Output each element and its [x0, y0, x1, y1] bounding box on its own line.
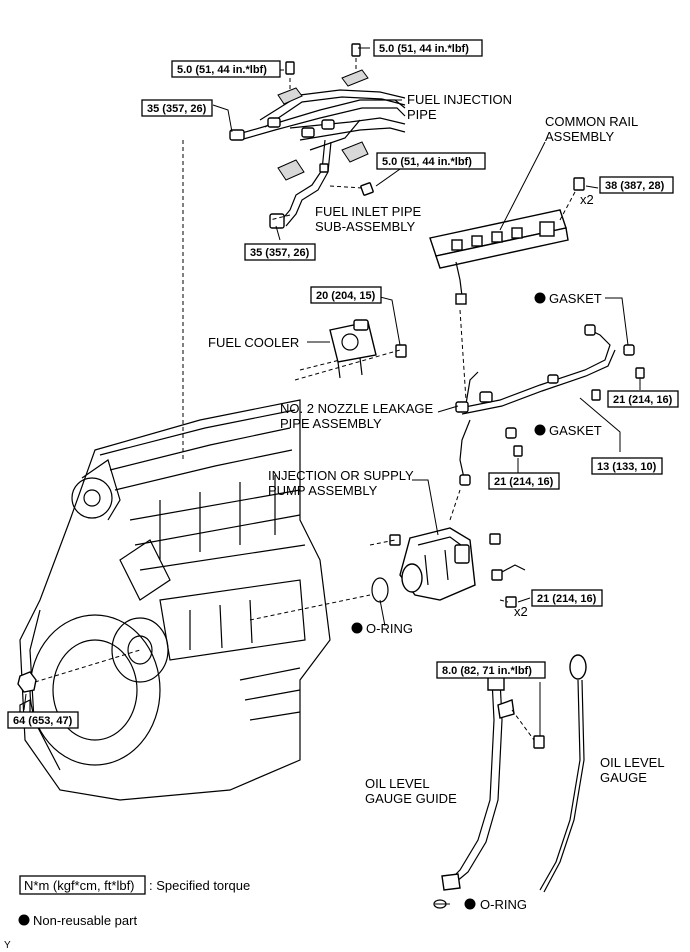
- label-leakage-pipe-line1: NO. 2 NOZZLE LEAKAGE: [280, 401, 433, 416]
- legend-torque-box: [19, 875, 146, 895]
- torque-box-clamp-mid: [376, 152, 486, 170]
- label-fuel-cooler: FUEL COOLER: [208, 335, 299, 350]
- part-labels: FUEL INJECTION PIPE COMMON RAIL ASSEMBLY…: [208, 92, 665, 912]
- legend-torque-desc: : Specified torque: [149, 878, 250, 893]
- label-supply-pump-line1: INJECTION OR SUPPLY: [268, 468, 414, 483]
- torque-box-injection-nut: [141, 99, 213, 117]
- assembly-guide-lines: [34, 58, 576, 741]
- torque-box-rail-bolt: [599, 176, 674, 194]
- torque-leak-mid: 21 (214, 16): [494, 476, 554, 488]
- label-gasket-mid: GASKET: [549, 423, 602, 438]
- fuel-cooler: [329, 319, 407, 379]
- torque-gear: 64 (653, 47): [13, 715, 73, 727]
- nonreusable-dot-gasket-top: [534, 292, 546, 304]
- oil-level-gauge: [433, 654, 587, 909]
- torque-cooler: 20 (204, 15): [316, 290, 376, 302]
- torque-leak-right: 21 (214, 16): [613, 394, 673, 406]
- legend-nonreusable-dot: [18, 914, 30, 926]
- label-o-ring-pump: O-RING: [366, 621, 413, 636]
- torque-box-gear: [7, 711, 79, 729]
- nonreusable-dot-o-ring-pump: [351, 622, 363, 634]
- torque-clamp-top: 5.0 (51, 44 in.*lbf): [379, 43, 469, 55]
- torque-inlet-nut: 35 (357, 26): [250, 247, 310, 259]
- label-fuel-inlet-pipe-line1: FUEL INLET PIPE: [315, 204, 422, 219]
- label-oil-level-guide-line1: OIL LEVEL: [365, 776, 430, 791]
- supply-pump-assembly: [371, 527, 526, 608]
- torque-leak-far: 13 (133, 10): [597, 461, 657, 473]
- label-oil-level-guide-line2: GAUGE GUIDE: [365, 791, 457, 806]
- torque-injection-nut: 35 (357, 26): [147, 103, 207, 115]
- label-common-rail-line1: COMMON RAIL: [545, 114, 638, 129]
- legend-torque-unit: N*m (kgf*cm, ft*lbf): [24, 878, 135, 893]
- torque-specs: 5.0 (51, 44 in.*lbf) 5.0 (51, 44 in.*lbf…: [7, 39, 679, 729]
- label-fuel-injection-pipe-line1: FUEL INJECTION: [407, 92, 512, 107]
- torque-pump: 21 (214, 16): [537, 593, 597, 605]
- nonreusable-dot-o-ring-bottom: [464, 898, 476, 910]
- torque-box-inlet-nut: [244, 243, 316, 261]
- label-o-ring-bottom: O-RING: [480, 897, 527, 912]
- label-gasket-top: GASKET: [549, 291, 602, 306]
- label-oil-level-gauge-line1: OIL LEVEL: [600, 755, 665, 770]
- torque-box-leak-right: [607, 390, 679, 408]
- nonreusable-dot-gasket-mid: [534, 424, 546, 436]
- oil-level-gauge-guide: [441, 675, 545, 891]
- label-oil-level-gauge-line2: GAUGE: [600, 770, 647, 785]
- legend: N*m (kgf*cm, ft*lbf) : Specified torque …: [4, 875, 250, 951]
- legend-nonreusable-text: Non-reusable part: [33, 913, 137, 928]
- nozzle-leakage-pipe: [455, 324, 645, 486]
- torque-box-leak-far: [591, 457, 663, 475]
- multiplier-rail: x2: [580, 192, 594, 207]
- torque-box-clamp-left: [171, 60, 281, 78]
- torque-box-pump: [531, 589, 603, 607]
- torque-box-clamp-top: [373, 39, 483, 57]
- crank-gear-nut: [17, 671, 37, 693]
- corner-mark: Y: [4, 940, 11, 951]
- common-rail-assembly: [429, 177, 585, 305]
- label-fuel-inlet-pipe-line2: SUB-ASSEMBLY: [315, 219, 416, 234]
- label-supply-pump-line2: PUMP ASSEMBLY: [268, 483, 378, 498]
- label-common-rail-line2: ASSEMBLY: [545, 129, 614, 144]
- torque-clamp-left: 5.0 (51, 44 in.*lbf): [177, 64, 267, 76]
- label-fuel-injection-pipe-line2: PIPE: [407, 107, 437, 122]
- fuel-injection-pipe: [229, 43, 406, 196]
- torque-guide: 8.0 (82, 71 in.*lbf): [442, 665, 532, 677]
- multiplier-pump: x2: [514, 604, 528, 619]
- torque-box-cooler: [310, 286, 382, 304]
- torque-box-leak-mid: [488, 472, 560, 490]
- engine-block: [19, 399, 331, 801]
- torque-clamp-mid: 5.0 (51, 44 in.*lbf): [382, 156, 472, 168]
- torque-rail-bolt: 38 (387, 28): [605, 180, 665, 192]
- label-leakage-pipe-line2: PIPE ASSEMBLY: [280, 416, 382, 431]
- torque-box-guide: [436, 661, 546, 679]
